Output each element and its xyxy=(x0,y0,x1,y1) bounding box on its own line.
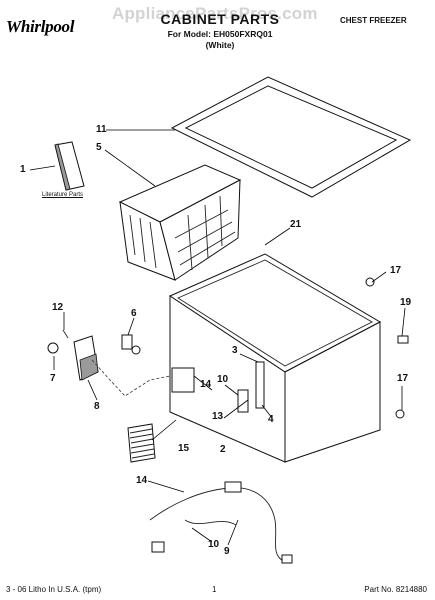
site-watermark: AppliancePartsPros.com xyxy=(112,4,318,23)
callout-13: 13 xyxy=(212,411,224,422)
page-number: 1 xyxy=(212,585,217,594)
mounting-screw xyxy=(62,329,69,339)
callout-12: 12 xyxy=(52,302,64,313)
callout-17-top: 17 xyxy=(390,265,402,276)
callout-17-side: 17 xyxy=(397,373,409,384)
callout-7: 7 xyxy=(50,373,56,384)
print-info: 3 - 06 Litho In U.S.A. (tpm) xyxy=(6,585,102,594)
drain-plug-top xyxy=(365,277,375,287)
literature-booklet xyxy=(54,141,85,191)
product-category: CHEST FREEZER xyxy=(340,16,407,25)
model-variant: (White) xyxy=(205,40,235,50)
callout-14-mid: 14 xyxy=(200,379,212,390)
hinge-bushing xyxy=(397,335,409,344)
drain-plug-side xyxy=(395,409,405,419)
callout-1: 1 xyxy=(20,164,26,175)
callout-10-mid: 10 xyxy=(217,374,229,385)
page-title: CABINET PARTS xyxy=(160,11,280,27)
hinge-bracket xyxy=(255,361,265,409)
brand-logo: Whirlpool xyxy=(6,17,75,36)
electrical-box xyxy=(171,367,195,393)
callout-11: 11 xyxy=(96,124,107,135)
control-bracket xyxy=(73,335,99,381)
control-housing xyxy=(237,389,249,413)
callout-15: 15 xyxy=(178,443,190,454)
callout-19: 19 xyxy=(400,297,412,308)
lid-gasket-frame xyxy=(170,76,412,198)
callout-8: 8 xyxy=(94,401,100,412)
callout-leaders xyxy=(29,129,406,546)
callout-9: 9 xyxy=(224,546,230,557)
wiring-path xyxy=(91,359,171,397)
callout-4: 4 xyxy=(268,414,274,425)
callout-3: 3 xyxy=(232,345,238,356)
freezer-cabinet xyxy=(168,253,382,463)
vent-grille xyxy=(127,423,156,463)
wiring-harness xyxy=(149,481,293,564)
callout-21: 21 xyxy=(290,219,302,230)
literature-caption: Literature Parts xyxy=(42,192,84,198)
callout-5: 5 xyxy=(96,142,102,153)
storage-basket xyxy=(118,164,242,281)
callout-10-bottom: 10 xyxy=(208,539,220,550)
model-number: For Model: EH050FXRQ01 xyxy=(167,29,273,39)
thermostat-part xyxy=(121,334,141,355)
callout-6: 6 xyxy=(131,308,137,319)
part-number: Part No. 8214880 xyxy=(364,585,427,594)
control-knob xyxy=(47,342,59,354)
callout-14-bottom: 14 xyxy=(136,475,148,486)
callout-2: 2 xyxy=(220,444,226,455)
